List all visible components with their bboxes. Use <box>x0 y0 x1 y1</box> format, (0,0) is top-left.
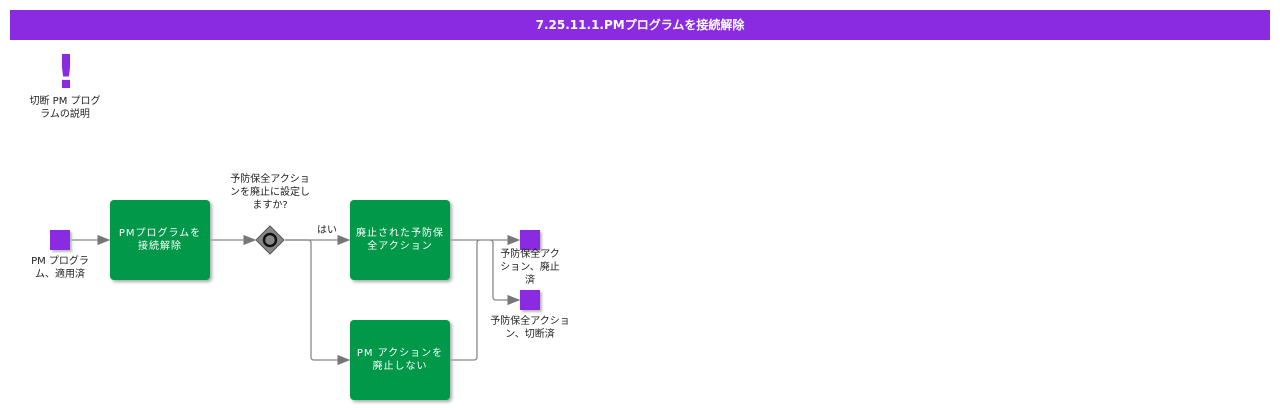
gateway[interactable] <box>255 225 285 255</box>
flow-retired-end2 <box>489 239 521 306</box>
task-disconnect-pm-program[interactable]: PMプログラムを接続解除 <box>110 200 210 280</box>
end-event-retired-label: 予防保全アクション、廃止済 <box>500 249 560 286</box>
end-event-disconnected-label: 予防保全アクション、切断済 <box>490 316 570 340</box>
gateway-question: 予防保全アクションを廃止に設定しますか? <box>230 174 310 211</box>
end-event-disconnected[interactable] <box>520 290 540 310</box>
flow-notretire-merge <box>450 239 481 361</box>
gateway-yes-label: はい <box>317 225 337 236</box>
start-event-label: PM プログラム、適用済 <box>31 256 89 280</box>
page-title: 7.25.11.1.PMプログラムを接続解除 <box>10 10 1270 40</box>
exclamation-icon: ! <box>56 45 77 99</box>
flow-gateway-no <box>285 239 351 366</box>
end-event-retired[interactable] <box>520 230 540 250</box>
task-retired-actions[interactable]: 廃止された予防保全アクション <box>350 200 450 280</box>
start-event[interactable] <box>50 230 70 250</box>
note-label: 切断 PM プログラムの説明 <box>29 96 101 120</box>
task-do-not-retire[interactable]: PM アクションを廃止しない <box>350 320 450 400</box>
